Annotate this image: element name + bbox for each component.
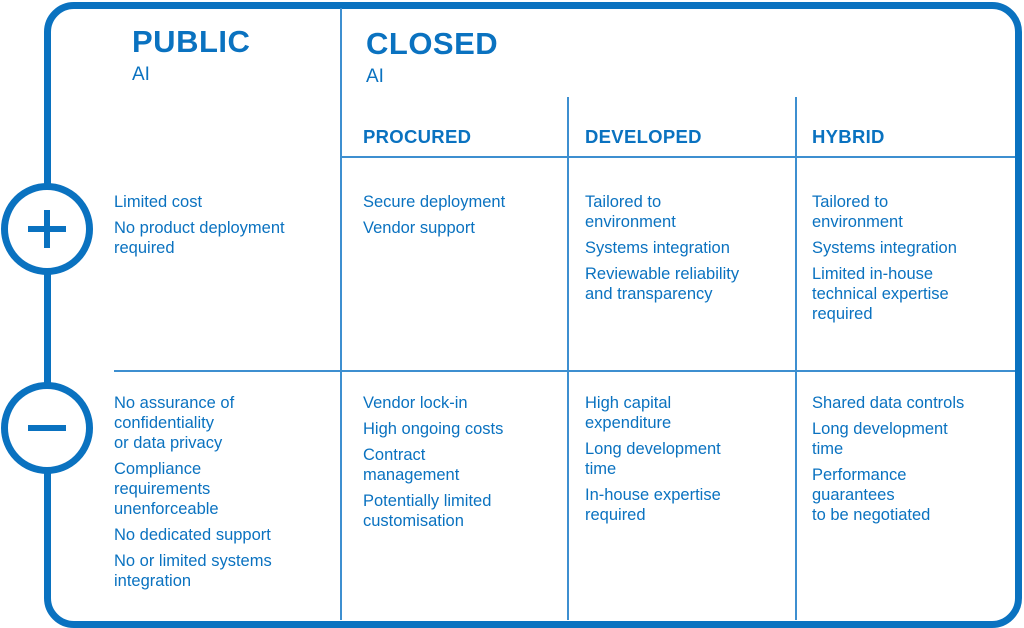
list-item: No or limited systems integration <box>114 552 272 590</box>
column-header-procured: PROCURED <box>363 126 472 147</box>
public-subtitle: AI <box>132 64 150 85</box>
list-item: Vendor lock-in <box>363 394 468 412</box>
list-item: Systems integration <box>812 239 957 257</box>
list-item: Shared data controls <box>812 394 965 412</box>
closed-title: CLOSED <box>366 26 499 61</box>
list-item: High capital expenditure <box>585 394 672 432</box>
list-item: Performance guarantees to be negotiated <box>812 466 931 524</box>
list-item: No dedicated support <box>114 526 271 544</box>
divider-column-headers <box>341 156 1015 158</box>
list-item: Long development time <box>812 420 948 458</box>
list-item: Long development time <box>585 440 721 478</box>
list-item: Limited in-house technical expertise req… <box>812 265 949 323</box>
list-item: No product deployment required <box>114 219 285 257</box>
divider-plus-minus <box>114 370 1015 372</box>
public-title: PUBLIC <box>132 24 251 59</box>
list-item: Tailored to environment <box>812 193 903 231</box>
plus-icon <box>1 183 93 275</box>
divider-public-closed <box>340 8 342 620</box>
list-item: Vendor support <box>363 219 475 237</box>
column-header-hybrid: HYBRID <box>812 126 885 147</box>
plus-public-cell: Limited cost No product deployment requir… <box>114 192 285 264</box>
list-item: In-house expertise required <box>585 486 721 524</box>
minus-icon <box>1 382 93 474</box>
column-header-developed: DEVELOPED <box>585 126 702 147</box>
list-item: Reviewable reliability and transparency <box>585 265 740 303</box>
list-item: Secure deployment <box>363 193 506 211</box>
list-item: Systems integration <box>585 239 730 257</box>
list-item: Compliance requirements unenforceable <box>114 460 219 518</box>
list-item: Tailored to environment <box>585 193 676 231</box>
list-item: Limited cost <box>114 193 203 211</box>
closed-subtitle: AI <box>366 66 384 87</box>
list-item: Potentially limited customisation <box>363 492 492 530</box>
list-item: High ongoing costs <box>363 420 504 438</box>
minus-public-cell: No assurance of confidentiality or data … <box>114 393 272 597</box>
list-item: No assurance of confidentiality or data … <box>114 394 235 452</box>
comparison-frame <box>44 2 1022 628</box>
list-item: Contract management <box>363 446 460 484</box>
divider-developed-hybrid <box>795 97 797 620</box>
divider-procured-developed <box>567 97 569 620</box>
